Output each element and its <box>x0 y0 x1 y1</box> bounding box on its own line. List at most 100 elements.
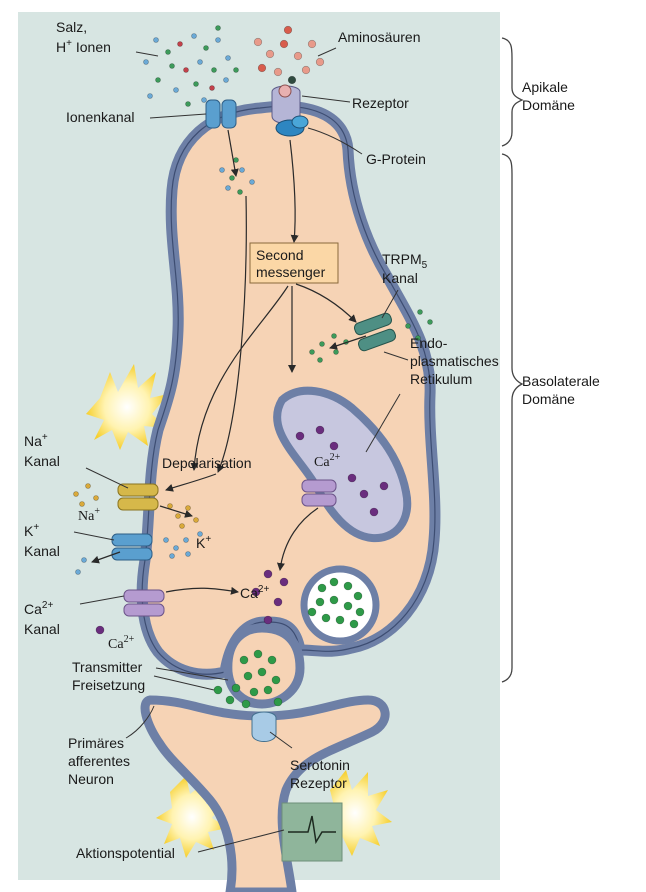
calcium-dot <box>315 425 325 435</box>
ca-channel <box>123 589 165 617</box>
label-endo-2: plasmatisches <box>410 353 499 369</box>
ion-dot <box>417 309 423 315</box>
label-g-protein: G-Protein <box>366 151 426 167</box>
leader-rezeptor <box>301 95 351 103</box>
potassium-dot <box>169 553 175 559</box>
arrow-trpm5-influx <box>329 335 367 350</box>
calcium-dot <box>295 431 305 441</box>
ion-dot <box>147 93 153 99</box>
arrow-na-influx <box>159 505 193 518</box>
calcium-dot <box>329 441 339 451</box>
label-k-kanal-2: Kanal <box>24 543 60 559</box>
potassium-dot <box>75 569 81 575</box>
sodium-dot <box>175 513 181 519</box>
transmitter-dot <box>315 597 325 607</box>
sodium-dot <box>93 495 99 501</box>
label-depolarisation: Depolarisation <box>162 455 252 471</box>
label-second-2: messenger <box>256 264 326 280</box>
arrow-ca-influx <box>165 586 239 595</box>
potassium-dot <box>173 545 179 551</box>
ion-dot <box>153 37 159 43</box>
potassium-dot <box>183 537 189 543</box>
ion-dot <box>203 45 209 51</box>
ion-dot <box>229 175 235 181</box>
ion-dot <box>427 319 433 325</box>
leader-transmitter-1 <box>155 667 229 681</box>
transmitter-dot <box>225 695 235 705</box>
amino-acid-dot <box>287 75 297 85</box>
amino-acid-dot <box>307 39 317 49</box>
ion-dot <box>173 87 179 93</box>
calcium-dot <box>279 577 289 587</box>
label-na-kanal-2: Kanal <box>24 453 60 469</box>
leader-endo <box>383 351 409 361</box>
calcium-dot <box>95 625 105 635</box>
label-trpm-kanal: Kanal <box>382 270 418 286</box>
ion-dot <box>331 333 337 339</box>
transmitter-dot <box>349 619 359 629</box>
sodium-dot <box>85 483 91 489</box>
sodium-dot <box>79 501 85 507</box>
label-basolaterale-2: Domäne <box>522 391 575 407</box>
transmitter-dot <box>213 685 223 695</box>
ion-dot <box>223 77 229 83</box>
label-rezeptor: Rezeptor <box>352 95 409 111</box>
ion-dot <box>333 349 339 355</box>
label-h-ionen: H+ Ionen <box>56 38 111 55</box>
trpm5-ion-dots <box>309 309 433 363</box>
amino-acid-dot <box>273 67 283 77</box>
sodium-dot <box>167 503 173 509</box>
transmitter-dot <box>239 655 249 665</box>
amino-acid-dot <box>315 57 325 67</box>
ion-dot <box>201 97 207 103</box>
label-basolaterale-1: Basolaterale <box>522 373 600 389</box>
arrow-messenger-depol <box>190 285 289 471</box>
ion-dot <box>239 167 245 173</box>
transmitter-dot <box>329 595 339 605</box>
label-ca-kanal-1: Ca2+ <box>24 600 53 617</box>
ion-dot <box>191 33 197 39</box>
transmitter-dot <box>257 667 267 677</box>
label-ca-cyto: Ca2+ <box>240 584 269 601</box>
basolateral-domain-bracket <box>501 153 524 683</box>
transmitter-dot <box>241 699 251 709</box>
ion-dot <box>237 189 243 195</box>
arrow-k-efflux <box>91 551 121 564</box>
ion-dot <box>233 67 239 73</box>
leader-ca-kanal <box>79 595 125 605</box>
transmitter-dot <box>253 649 263 659</box>
sodium-dot <box>193 517 199 523</box>
calcium-dot <box>379 481 389 491</box>
label-apikale-2: Domäne <box>522 97 575 113</box>
sodium-dot <box>185 505 191 511</box>
sodium-dot <box>179 523 185 529</box>
ion-dot <box>211 67 217 73</box>
transmitter-dot <box>231 683 241 693</box>
label-ca-er: Ca2+ <box>314 452 341 470</box>
label-aminosaeuren: Aminosäuren <box>338 29 421 45</box>
label-aktionspotential: Aktionspotential <box>76 845 175 861</box>
trpm5-channel <box>354 312 396 352</box>
label-primaeres-2: afferentes <box>68 753 130 769</box>
transmitter-dot <box>243 671 253 681</box>
leader-k-kanal <box>73 531 115 541</box>
transmitter-dot <box>267 655 277 665</box>
leader-er <box>365 393 401 453</box>
leader-na-kanal <box>85 467 129 489</box>
endoplasmic-reticulum <box>273 386 412 543</box>
leader-ionenkanal <box>149 113 207 119</box>
ion-dot <box>209 85 215 91</box>
ion-dot <box>215 37 221 43</box>
transmitter-dot <box>307 607 317 617</box>
taste-receptor <box>271 84 301 124</box>
label-salz: Salz, <box>56 19 87 35</box>
transmitter-vesicle <box>300 565 380 645</box>
label-apikale-1: Apikale <box>522 79 568 95</box>
flash-burst-left <box>86 364 168 450</box>
label-na-ion: Na+ <box>78 506 100 524</box>
ion-dot <box>415 335 421 341</box>
transmitter-dot <box>317 583 327 593</box>
label-serotonin-2: Rezeptor <box>290 775 347 791</box>
amino-acid-dot <box>301 65 311 75</box>
second-messenger-box <box>249 242 339 284</box>
